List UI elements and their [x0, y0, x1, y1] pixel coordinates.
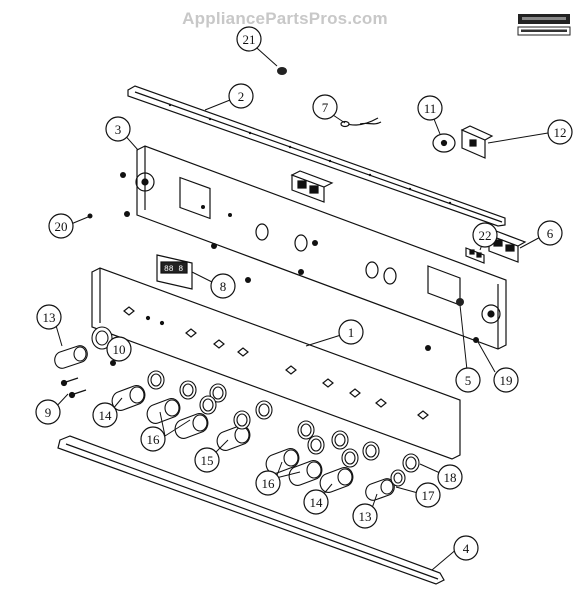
svg-text:3: 3: [115, 122, 122, 137]
svg-text:19: 19: [500, 373, 513, 388]
part-1-front-panel: [91, 267, 461, 460]
panel-terminal-block: [290, 170, 334, 203]
part-7-wire-sensor: [340, 117, 382, 128]
svg-text:16: 16: [147, 432, 161, 447]
part-6-terminal-block: [487, 230, 527, 263]
callout-3: 3: [105, 116, 131, 142]
callout-16-right: 16: [255, 470, 281, 496]
callout-5: 5: [455, 367, 481, 393]
callout-2: 2: [228, 83, 254, 109]
callout-14-left: 14: [92, 402, 118, 428]
brand-logo: [517, 14, 571, 36]
callout-15: 15: [194, 447, 220, 473]
svg-text:11: 11: [424, 101, 437, 116]
part-10-screw: [110, 360, 116, 366]
part-2-top-trim: [127, 85, 506, 227]
svg-text:18: 18: [444, 470, 457, 485]
callout-13-left: 13: [36, 304, 62, 330]
svg-text:8: 8: [220, 279, 227, 294]
svg-text:5: 5: [465, 373, 472, 388]
callout-13-right: 13: [352, 503, 378, 529]
part-11-disc: [432, 133, 456, 153]
svg-text:10: 10: [113, 342, 126, 357]
callout-11: 11: [417, 95, 443, 121]
svg-text:13: 13: [43, 310, 56, 325]
callout-6: 6: [537, 220, 563, 246]
svg-text:15: 15: [201, 453, 214, 468]
svg-text:14: 14: [310, 495, 324, 510]
part-9-screws: [60, 377, 87, 399]
watermark-text: AppliancePartsPros.com: [182, 9, 388, 28]
callout-1: 1: [338, 319, 364, 345]
callout-16-left: 16: [140, 426, 166, 452]
callouts: 21 2 3 7 11 12 20 22 6 8 1 13 10 5 19 9 …: [35, 26, 573, 561]
svg-text:21: 21: [243, 32, 256, 47]
part-4-bottom-trim: [57, 435, 445, 585]
callout-4: 4: [453, 535, 479, 561]
svg-text:12: 12: [554, 125, 567, 140]
part-12-switch: [460, 125, 494, 159]
svg-text:16: 16: [262, 476, 276, 491]
callout-14-right: 14: [303, 489, 329, 515]
part-8-clock-module: 88 8: [156, 254, 193, 290]
part-3-control-panel-bracket: [120, 145, 507, 351]
svg-text:88 8: 88 8: [164, 265, 183, 274]
callout-19: 19: [493, 367, 519, 393]
callout-20: 20: [48, 213, 74, 239]
svg-text:6: 6: [547, 226, 554, 241]
knob-set: [54, 326, 420, 501]
svg-text:7: 7: [322, 100, 329, 115]
svg-text:22: 22: [479, 228, 492, 243]
part-22-terminal-block: [465, 247, 485, 264]
part-5-spring: [456, 298, 464, 306]
svg-text:13: 13: [359, 509, 372, 524]
svg-text:20: 20: [55, 219, 68, 234]
callout-9: 9: [35, 399, 61, 425]
callout-8: 8: [210, 273, 236, 299]
callout-10: 10: [106, 336, 132, 362]
svg-text:2: 2: [238, 89, 245, 104]
svg-text:17: 17: [422, 488, 436, 503]
callout-17: 17: [415, 482, 441, 508]
callout-7: 7: [312, 94, 338, 120]
callout-18: 18: [437, 464, 463, 490]
callout-22: 22: [472, 222, 498, 248]
part-20-screw: [87, 213, 93, 219]
part-21-nut: [277, 67, 287, 75]
leader-lines: [53, 40, 549, 571]
svg-text:1: 1: [348, 325, 355, 340]
callout-21: 21: [236, 26, 262, 52]
callout-12: 12: [547, 119, 573, 145]
svg-text:14: 14: [99, 408, 113, 423]
svg-text:4: 4: [463, 541, 470, 556]
svg-text:9: 9: [45, 405, 52, 420]
